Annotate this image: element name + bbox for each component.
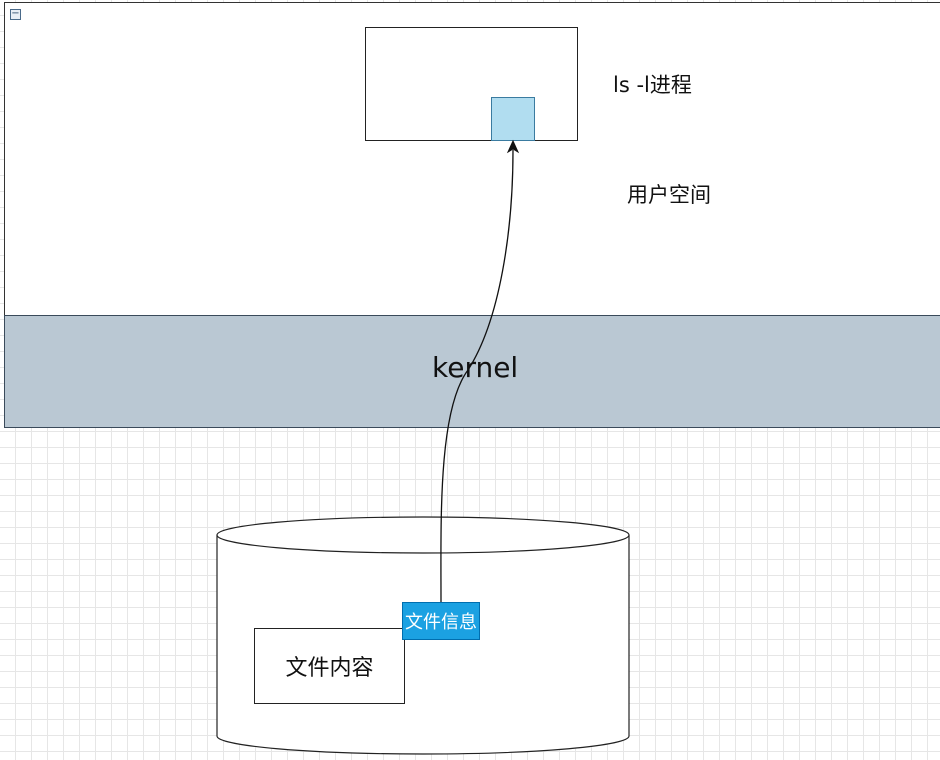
file-info-label: 文件信息 [405,612,477,633]
process-label: ls -l进程 [613,73,692,97]
file-content-label: 文件内容 [285,656,374,681]
kernel-band[interactable] [4,315,940,428]
process-port-square[interactable] [491,97,535,141]
file-info-box[interactable]: 文件信息 [402,602,480,640]
ls-process-box[interactable] [365,27,578,141]
arrowhead-icon [506,139,520,154]
collapse-toggle-icon[interactable]: − [10,8,21,20]
disk-cylinder-top[interactable] [216,516,630,554]
userspace-label: 用户空间 [627,183,711,207]
file-content-box[interactable]: 文件内容 [254,628,405,704]
connector-arrow[interactable] [440,149,514,603]
